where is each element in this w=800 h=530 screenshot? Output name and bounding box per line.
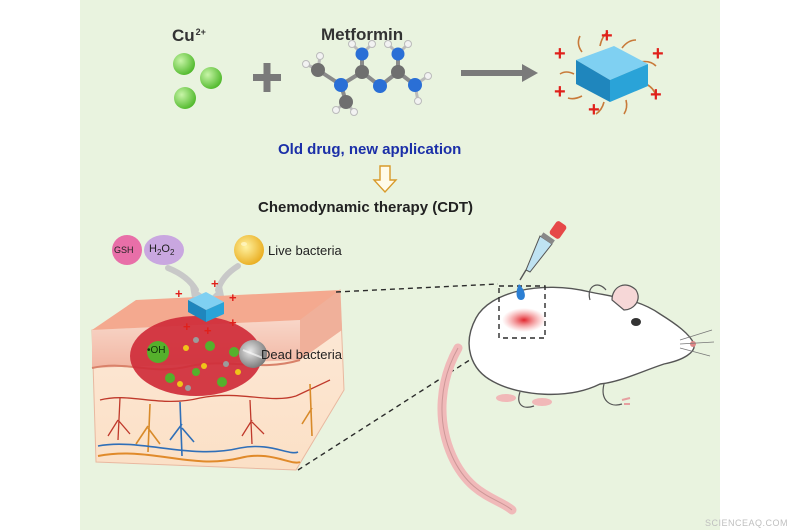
mouse-icon xyxy=(437,284,715,515)
metformin-label: Metformin xyxy=(321,25,404,44)
h2o2-o: O xyxy=(161,243,170,255)
metformin-molecule-icon xyxy=(302,40,432,116)
watermark: SCIENCEAQ.COM xyxy=(704,518,788,528)
nanoparticle-product-icon: + + + + + + xyxy=(554,25,664,121)
svg-text:+: + xyxy=(211,276,219,291)
zoom-connector-lines xyxy=(297,283,505,471)
down-arrow-icon xyxy=(372,165,398,194)
cu-label: Cu2+ xyxy=(172,26,206,46)
zoom-box xyxy=(498,285,546,339)
svg-text:+: + xyxy=(652,43,664,65)
h2o2-h: H xyxy=(149,243,157,255)
cu-symbol: Cu xyxy=(172,26,195,45)
svg-text:+: + xyxy=(183,319,191,334)
nanoparticle-icon: + + + + + + xyxy=(175,276,237,338)
live-bacteria-icon xyxy=(234,235,264,265)
plus-icon xyxy=(253,63,281,92)
copper-ions xyxy=(173,53,222,109)
svg-text:+: + xyxy=(601,25,613,47)
h2o2-label: H2O2 xyxy=(149,243,175,257)
svg-text:+: + xyxy=(554,43,566,65)
dropper-icon xyxy=(516,221,567,300)
gsh-label: GSH xyxy=(114,245,134,255)
svg-text:+: + xyxy=(650,84,662,106)
dead-bacteria-icon xyxy=(239,340,267,368)
reaction-arrow-icon xyxy=(461,64,538,82)
hydroxyl-radical-label: •OH xyxy=(147,345,166,356)
skin-cross-section xyxy=(91,289,345,471)
therapy-label: Chemodynamic therapy (CDT) xyxy=(258,199,474,216)
svg-text:+: + xyxy=(229,315,237,330)
h2o2-sub-b: 2 xyxy=(169,248,175,257)
dead-bacteria-label: Dead bacteria xyxy=(261,347,342,362)
svg-text:+: + xyxy=(554,81,566,103)
svg-text:+: + xyxy=(204,323,212,338)
svg-text:+: + xyxy=(588,99,600,121)
reactant-bubbles xyxy=(112,235,184,265)
svg-text:+: + xyxy=(229,290,237,305)
subtitle-label: Old drug, new application xyxy=(278,141,462,158)
h2o2-sub-a: 2 xyxy=(156,248,162,257)
cu-charge: 2+ xyxy=(195,27,206,37)
svg-text:+: + xyxy=(175,286,183,301)
live-bacteria-label: Live bacteria xyxy=(268,243,342,258)
